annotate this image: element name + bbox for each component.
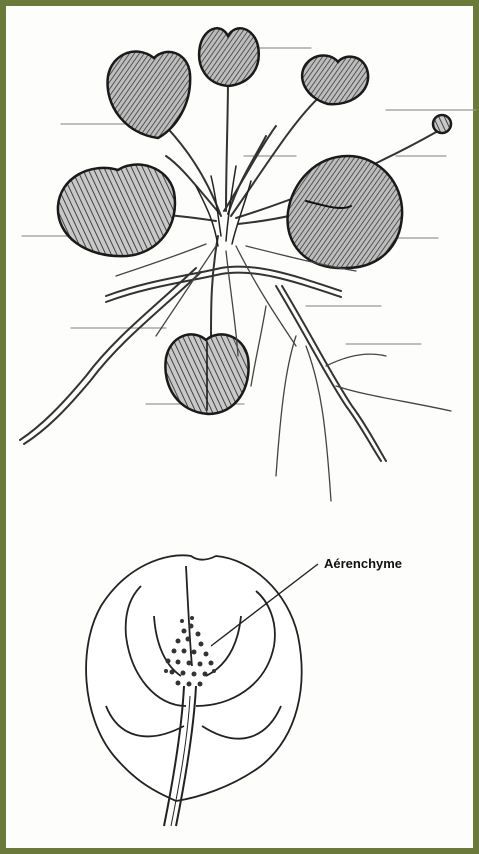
leaf-section-outline — [86, 555, 302, 801]
aerenchyme-label: Aérenchyme — [324, 556, 402, 571]
leaf-right-large — [288, 156, 403, 268]
leaf-top-left — [108, 52, 191, 138]
plant-whole — [20, 28, 476, 501]
leaf-top-right — [302, 56, 368, 105]
leaf-section — [86, 555, 302, 826]
plant-illustration: Aérenchyme — [6, 6, 479, 854]
leaf-top-center — [199, 28, 259, 86]
leaf-left-large — [58, 165, 175, 257]
flower-bud — [433, 115, 451, 133]
